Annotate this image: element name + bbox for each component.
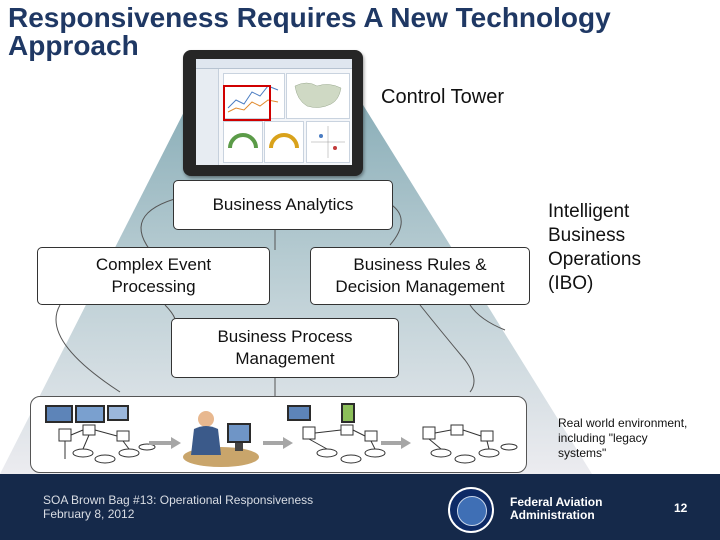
dashboard-screenshot: [196, 59, 352, 165]
real-world-environment-box: [30, 396, 527, 473]
flow-arrow-icon-3: [381, 437, 411, 449]
page-number: 12: [674, 501, 688, 515]
footer-bar: [0, 474, 720, 540]
footer-date: February 8, 2012: [43, 507, 135, 521]
slide-title: Responsiveness Requires A New Technology…: [8, 4, 718, 60]
title-line-1: Responsiveness Requires A New Technology: [8, 2, 611, 33]
environment-illustration: [45, 403, 518, 467]
dashboard-map-panel: [286, 73, 350, 119]
faa-seal-icon: [448, 487, 494, 533]
dashboard-gauge-panel: [223, 121, 263, 163]
real-world-line-3: systems": [558, 446, 607, 460]
highlight-box: [223, 85, 271, 121]
real-world-line-1: Real world environment,: [558, 416, 688, 430]
business-rules-line-2: Decision Management: [335, 277, 505, 296]
flow-arrow-icon-2: [263, 437, 293, 449]
ibo-line-2: Business: [548, 225, 626, 246]
network-node-icon-2: [302, 424, 386, 464]
dashboard-header: [196, 59, 352, 69]
control-tower-label: Control Tower: [381, 86, 505, 108]
ibo-label: Intelligent Business Operations (IBO): [548, 200, 641, 296]
agency-line-1: Federal Aviation: [510, 495, 603, 509]
flow-arrow-icon: [149, 437, 181, 449]
agency-line-2: Administration: [510, 508, 595, 522]
agency-name: Federal Aviation Administration: [510, 496, 602, 522]
business-analytics-box: Business Analytics: [173, 180, 393, 230]
footer-series-title: SOA Brown Bag #13: Operational Responsiv…: [43, 493, 314, 507]
business-rules-line-1: Business Rules &: [353, 255, 487, 274]
dashboard-gauge-panel-2: [264, 121, 304, 163]
ibo-line-1: Intelligent: [548, 201, 630, 222]
business-rules-box: Business Rules & Decision Management: [310, 247, 530, 305]
title-line-2: Approach: [8, 30, 139, 61]
ibo-line-3: Operations: [548, 249, 641, 270]
dashboard-sidebar: [196, 69, 219, 165]
complex-event-processing-box: Complex Event Processing: [37, 247, 270, 305]
cep-line-2: Processing: [111, 277, 196, 296]
control-tower-tablet-icon: [183, 50, 363, 176]
pyramid-shape: [0, 100, 592, 474]
business-analytics-label: Business Analytics: [212, 195, 354, 214]
real-world-line-2: including "legacy: [558, 431, 648, 445]
network-node-icon-3: [422, 424, 518, 464]
faa-seal-center: [457, 496, 487, 526]
bpm-line-1: Business Process: [217, 327, 353, 346]
real-world-label: Real world environment, including "legac…: [558, 416, 687, 461]
workstation-icon: [45, 405, 129, 423]
bpm-line-2: Management: [235, 349, 335, 368]
business-process-management-box: Business Process Management: [171, 318, 399, 378]
cep-line-1: Complex Event: [95, 255, 212, 274]
person-at-desk-icon: [183, 411, 259, 467]
dashboard-scatter-panel: [306, 121, 350, 163]
workstation-icon-2: [287, 403, 355, 423]
ibo-line-4: (IBO): [548, 273, 594, 294]
footer-series: SOA Brown Bag #13: Operational Responsiv…: [43, 493, 313, 521]
network-node-icon: [58, 424, 156, 464]
